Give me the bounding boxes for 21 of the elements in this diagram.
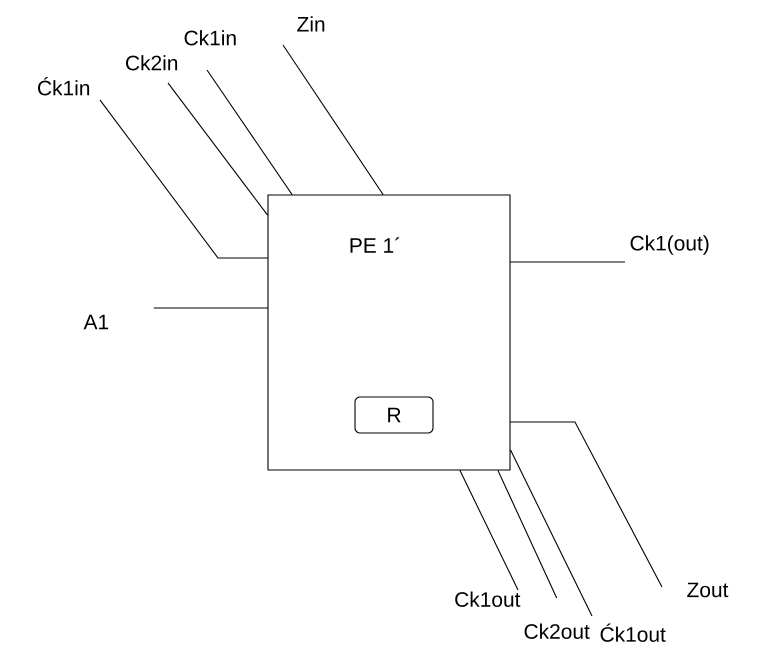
signal-line	[510, 261, 625, 263]
signal-line	[498, 470, 558, 598]
register-box: R	[354, 396, 434, 434]
signal-label: Ck2out	[524, 624, 590, 639]
signal-label: Zout	[687, 582, 728, 598]
signal-label: Zin	[297, 16, 324, 32]
signal-label: Ćk1out	[600, 624, 666, 642]
signal-line	[100, 100, 268, 259]
signal-line	[282, 44, 384, 195]
signal-label: Ck1in	[184, 30, 236, 46]
signal-label: Ck1out	[455, 592, 520, 607]
signal-line	[168, 82, 268, 216]
signal-label: Ćk1in	[38, 77, 90, 96]
signal-line	[460, 470, 518, 590]
signal-line	[154, 307, 268, 309]
signal-line	[510, 450, 592, 616]
signal-line	[510, 421, 662, 588]
signal-label: Ck1(out)	[630, 235, 708, 255]
signal-label: A1	[84, 314, 108, 330]
signal-label: Ck2in	[126, 55, 178, 70]
signal-line	[206, 70, 292, 195]
